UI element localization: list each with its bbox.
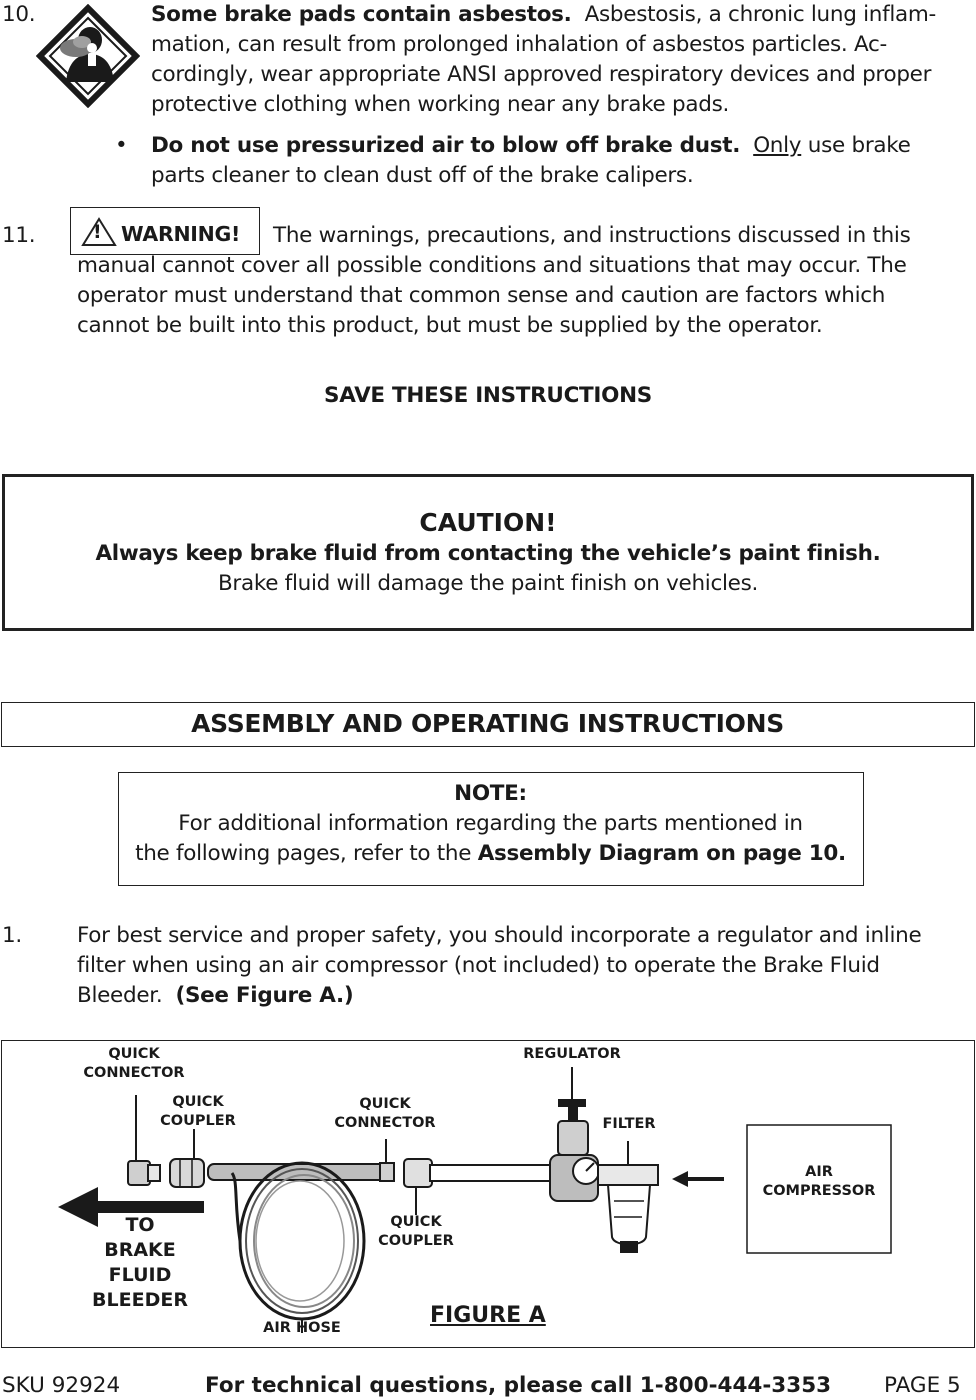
item-11-line2: manual cannot cover all possible conditi… bbox=[77, 253, 907, 278]
quick-coupler-middle-icon bbox=[403, 1158, 433, 1215]
caution-title: CAUTION! bbox=[419, 508, 557, 537]
item-11-line3: operator must understand that common sen… bbox=[77, 283, 886, 308]
caution-box: CAUTION! Always keep brake fluid from co… bbox=[2, 474, 974, 631]
step-1-line3-plain: Bleeder. bbox=[77, 983, 163, 1008]
warning-badge: ! WARNING! bbox=[70, 207, 260, 255]
step-1-line2: filter when using an air compressor (not… bbox=[77, 953, 880, 978]
quick-coupler-left-icon bbox=[169, 1129, 205, 1188]
figure-a-illustration bbox=[58, 1067, 892, 1333]
air-compressor-box bbox=[746, 1124, 892, 1254]
note-line2-plain: the following pages, refer to the bbox=[135, 841, 472, 866]
step-1-number: 1. bbox=[2, 923, 22, 948]
item-10-line3: cordingly, wear appropriate ANSI approve… bbox=[151, 62, 932, 87]
label-filter: FILTER bbox=[602, 1116, 656, 1132]
only-word: Only bbox=[753, 133, 802, 158]
bullet-text: Do not use pressurized air to blow off b… bbox=[151, 131, 976, 191]
note-box: NOTE: For additional information regardi… bbox=[118, 772, 864, 886]
regulator-icon bbox=[549, 1067, 600, 1202]
save-instructions-heading: SAVE THESE INSTRUCTIONS bbox=[324, 383, 652, 408]
section-heading: ASSEMBLY AND OPERATING INSTRUCTIONS bbox=[191, 709, 784, 738]
item-11-line1: The warnings, precautions, and instructi… bbox=[273, 223, 911, 248]
item-11-text: manual cannot cover all possible conditi… bbox=[77, 251, 976, 341]
note-line2: the following pages, refer to the Assemb… bbox=[119, 839, 862, 869]
item-10-number: 10. bbox=[2, 2, 36, 27]
label-air-hose: AIR HOSE bbox=[263, 1320, 341, 1336]
section-heading-box: ASSEMBLY AND OPERATING INSTRUCTIONS bbox=[1, 702, 975, 747]
item-10-text: Some brake pads contain asbestos. Asbest… bbox=[151, 0, 976, 120]
note-line1: For additional information regarding the… bbox=[178, 811, 803, 836]
filter-icon bbox=[597, 1141, 659, 1253]
item-11-line4: cannot be built into this product, but m… bbox=[77, 313, 823, 338]
bullet-line2: parts cleaner to clean dust off of the b… bbox=[151, 163, 694, 188]
note-title: NOTE: bbox=[454, 781, 527, 806]
warning-exclamation: ! bbox=[93, 221, 102, 243]
asbestos-warning-lead: Some brake pads contain asbestos. bbox=[151, 2, 572, 27]
warning-label: WARNING! bbox=[121, 222, 241, 246]
bullet-symbol: • bbox=[115, 133, 128, 158]
item-11-number: 11. bbox=[2, 223, 36, 248]
flow-arrow-icon bbox=[672, 1171, 724, 1187]
footer-page-number: PAGE 5 bbox=[884, 1373, 961, 1398]
warning-triangle-icon bbox=[81, 217, 117, 246]
quick-connector-middle-icon bbox=[379, 1139, 395, 1182]
label-to-brake-fluid-bleeder: TO BRAKE FLUID BLEEDER bbox=[92, 1214, 188, 1311]
footer-sku: SKU 92924 bbox=[2, 1373, 121, 1398]
label-regulator: REGULATOR bbox=[523, 1046, 621, 1062]
step-1-text: For best service and proper safety, you … bbox=[77, 921, 976, 1011]
caution-line: Brake fluid will damage the paint finish… bbox=[217, 571, 759, 596]
respirator-hazard-icon bbox=[35, 3, 141, 109]
caution-bold-line: Always keep brake fluid from contacting … bbox=[95, 541, 881, 566]
item-10-line1: Asbestosis, a chronic lung inflam- bbox=[584, 2, 937, 27]
to-bleeder-arrow-icon bbox=[58, 1187, 204, 1227]
brake-dust-warning-lead: Do not use pressurized air to blow off b… bbox=[151, 133, 741, 158]
item-10-line2: mation, can result from prolonged inhala… bbox=[151, 32, 887, 57]
footer-technical-questions: For technical questions, please call 1-8… bbox=[205, 1373, 832, 1398]
note-line2-bold: Assembly Diagram on page 10. bbox=[477, 841, 847, 866]
figure-a-caption: FIGURE A bbox=[430, 1303, 546, 1328]
step-1-line1: For best service and proper safety, you … bbox=[77, 923, 922, 948]
quick-connector-left-icon bbox=[127, 1095, 161, 1186]
air-hose-coil-icon bbox=[207, 1161, 389, 1333]
bullet-line1: use brake bbox=[807, 133, 911, 158]
item-10-line4: protective clothing when working near an… bbox=[151, 92, 730, 117]
see-figure-a: (See Figure A.) bbox=[175, 983, 354, 1008]
